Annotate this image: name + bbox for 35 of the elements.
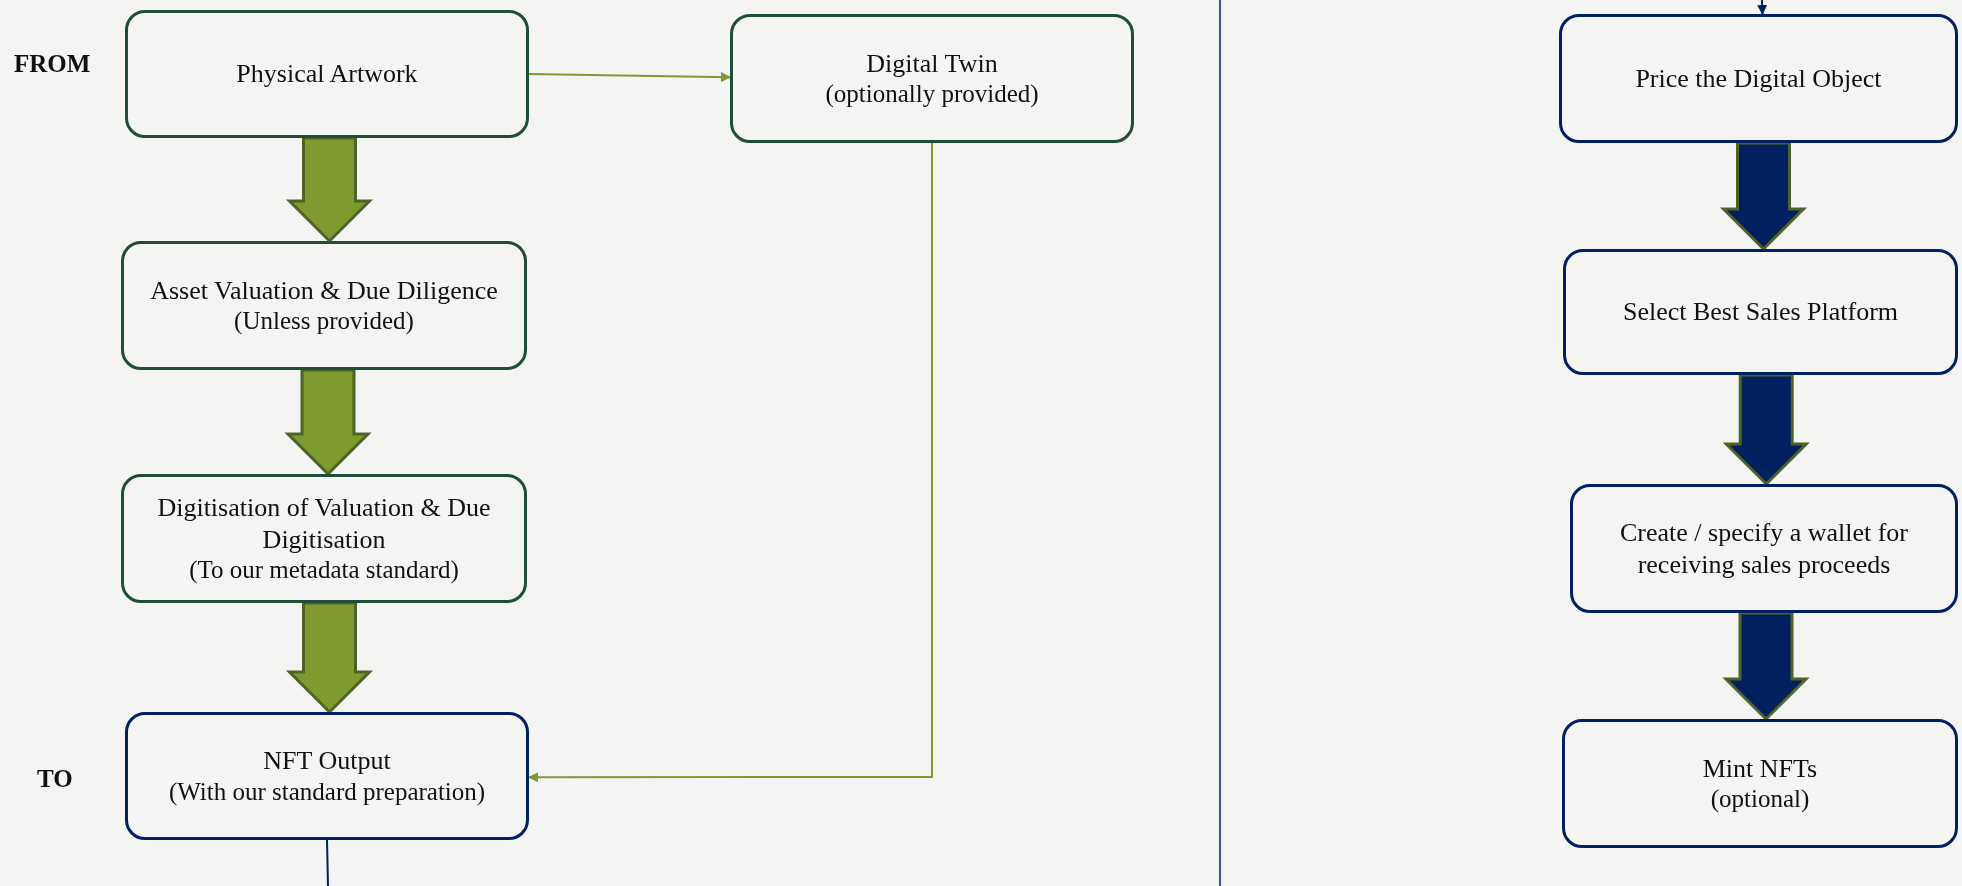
arrow bbox=[1757, 0, 1768, 15]
box-title: Digital Twin bbox=[866, 47, 998, 80]
connector-line bbox=[326, 839, 329, 886]
box-note: (optional) bbox=[1710, 784, 1810, 815]
box-note: (With our standard preparation) bbox=[168, 776, 486, 807]
process-box bbox=[1562, 719, 1958, 848]
block-arrow bbox=[1722, 611, 1810, 722]
box-note: (optionally provided) bbox=[825, 79, 1039, 110]
block-arrow bbox=[1722, 373, 1810, 487]
box-title: Create / specify a wallet for receiving sales proceeds bbox=[1619, 517, 1909, 580]
box-title: Physical Artwork bbox=[236, 58, 418, 90]
box-note: (Unless provided) bbox=[234, 306, 414, 337]
box-title: Mint NFTs bbox=[1702, 752, 1818, 785]
block-arrow bbox=[1719, 141, 1808, 252]
row-label: FROM bbox=[14, 50, 91, 78]
box-title: Price the Digital Object bbox=[1635, 62, 1882, 95]
process-box bbox=[730, 14, 1134, 143]
process-box bbox=[1559, 14, 1958, 143]
block-arrow bbox=[285, 601, 374, 715]
row-label: TO bbox=[37, 765, 73, 793]
process-box bbox=[1570, 484, 1958, 613]
block-arrow bbox=[285, 136, 374, 244]
box-title: NFT Output bbox=[263, 745, 391, 777]
arrow bbox=[528, 142, 933, 783]
process-box bbox=[1563, 249, 1958, 375]
arrow bbox=[528, 72, 731, 83]
process-box bbox=[121, 241, 527, 370]
box-note: (To our metadata standard) bbox=[189, 554, 459, 585]
block-arrow bbox=[284, 368, 372, 477]
process-box bbox=[121, 474, 527, 603]
process-box bbox=[125, 10, 529, 138]
process-box bbox=[125, 712, 529, 840]
box-title: Digitisation of Valuation & Due Digitisation bbox=[156, 492, 492, 555]
box-title: Asset Valuation & Due Diligence bbox=[150, 274, 498, 307]
box-title: Select Best Sales Platform bbox=[1622, 296, 1899, 328]
